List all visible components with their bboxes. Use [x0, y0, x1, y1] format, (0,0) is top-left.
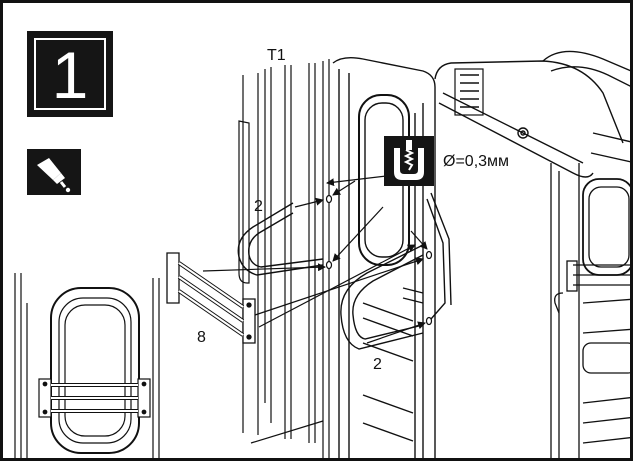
door-frame	[332, 56, 436, 458]
inset-handrail	[38, 378, 151, 418]
mounting-holes	[325, 194, 433, 326]
part-label-t1: T1	[267, 47, 286, 64]
part-label-2-left: 2	[254, 198, 263, 215]
glue-tube-icon	[27, 149, 81, 195]
drill-bit-icon	[384, 136, 434, 186]
drill-diameter-label: Ø=0,3мм	[443, 153, 510, 170]
car-side-wall	[238, 59, 330, 458]
step-number: 1	[51, 38, 89, 112]
part-label-8: 8	[197, 329, 206, 346]
assembly-arrows	[202, 174, 428, 344]
car-roof	[434, 50, 630, 178]
step-number-badge: 1	[27, 31, 113, 117]
part-label-2-right: 2	[373, 356, 382, 373]
handrail-part-8	[166, 252, 256, 344]
inset-window-detail	[14, 273, 160, 458]
car-right-side	[550, 163, 630, 458]
handle-part-2-right	[340, 192, 452, 350]
handle-part-2-left	[237, 202, 324, 276]
